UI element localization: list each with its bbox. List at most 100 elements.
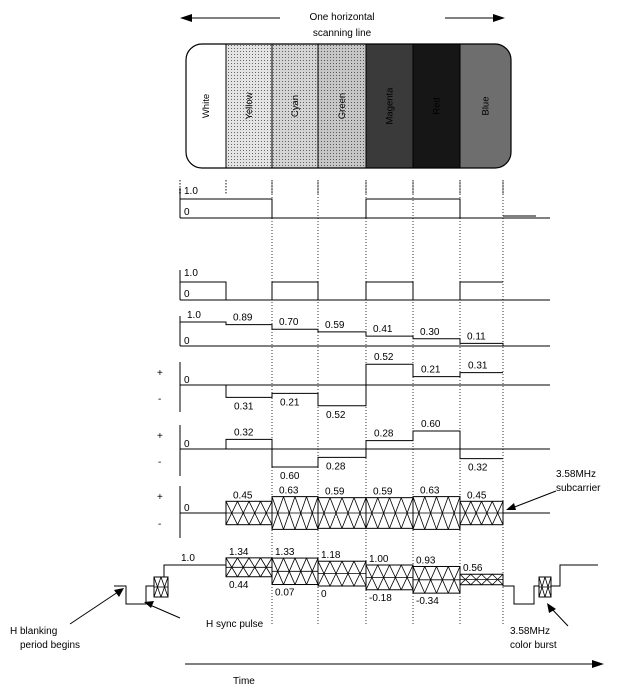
chroma-minus: - <box>158 519 161 530</box>
composite-top-value: 1.18 <box>321 550 341 561</box>
chroma-value: 0.63 <box>279 486 299 497</box>
composite-white-level: 1.0 <box>181 553 195 564</box>
b-y-value: 0.32 <box>234 427 254 438</box>
composite-top-value: 1.34 <box>229 547 249 558</box>
composite-bottom-value: 0.44 <box>229 580 249 591</box>
header-line1: One horizontal <box>309 12 374 23</box>
waveform-2-trace <box>180 281 503 301</box>
b-y-value: 0.32 <box>468 463 488 474</box>
subcarrier-arrow <box>511 490 557 509</box>
r-y-minus: - <box>158 394 161 405</box>
subcarrier-label-2: subcarrier <box>556 483 601 494</box>
luminance-value: 0.59 <box>325 320 345 331</box>
composite-block <box>317 560 367 587</box>
h-sync-arrow <box>149 604 181 619</box>
bar-label-magenta: Magenta <box>385 87 396 125</box>
boundary-guide-lines <box>179 180 504 625</box>
r-y-value: 0.31 <box>468 361 488 372</box>
chroma-block <box>459 500 504 526</box>
b-y-value: 0.60 <box>421 419 441 430</box>
composite-top-value: 1.00 <box>369 554 389 565</box>
r-y-plus: + <box>157 368 163 379</box>
chroma-zero: 0 <box>184 503 190 514</box>
waveform-1-trace <box>180 198 536 219</box>
scanning-line-header: One horizontal scanning line <box>180 12 505 39</box>
b-y-value: 0.28 <box>374 429 394 440</box>
color-bar-magenta <box>366 44 413 168</box>
composite-bottom-value: 0 <box>321 589 327 600</box>
chroma-value: 0.45 <box>233 490 253 501</box>
luminance-value: 0.89 <box>233 313 253 324</box>
chroma-block <box>317 497 367 529</box>
composite-bottom-value: -0.34 <box>416 596 439 607</box>
color-bar-red <box>413 44 460 168</box>
r-y-value: 0.21 <box>421 365 441 376</box>
composite-bottom-value: -0.18 <box>369 593 392 604</box>
chroma-value: 0.59 <box>373 487 393 498</box>
color-bar-white <box>186 44 226 168</box>
h-sync-label: H sync pulse <box>206 619 264 630</box>
b-y-waveform: 0.320.600.280.280.600.32 + - 0 <box>157 419 550 482</box>
luminance-zero-label: 0 <box>184 336 190 347</box>
b-y-value: 0.28 <box>326 461 346 472</box>
color-bar-labels: White Yellow Cyan Green Magenta Red Blue <box>201 87 492 125</box>
waveform-2: 1.0 0 <box>179 268 550 301</box>
composite-block <box>225 557 273 578</box>
chroma-block <box>225 500 273 526</box>
composite-top-value: 1.33 <box>275 547 295 558</box>
r-y-value: 0.52 <box>326 410 346 421</box>
luminance-value: 0.11 <box>467 331 486 342</box>
chroma-block <box>271 496 319 530</box>
b-y-zero: 0 <box>184 439 190 450</box>
composite-block <box>365 564 414 591</box>
chroma-plus: + <box>157 492 163 503</box>
burst-block <box>538 576 552 598</box>
composite-top-value: 0.93 <box>416 555 436 566</box>
waveform-1-high-label: 1.0 <box>184 186 198 197</box>
waveform-2-high-label: 1.0 <box>184 268 198 279</box>
composite-waveform: 1.34 1.33 1.18 1.00 0.93 0.56 0.44 0.07 0 -0.18 -0… <box>114 547 598 607</box>
r-y-zero: 0 <box>184 375 190 386</box>
bar-label-green: Green <box>337 93 348 119</box>
r-y-trace <box>180 363 503 407</box>
waveform-2-low-label: 0 <box>184 289 190 300</box>
bar-label-red: Red <box>432 97 443 114</box>
r-y-value: 0.52 <box>374 352 394 363</box>
chroma-block <box>412 496 461 530</box>
color-bar-blue <box>460 44 511 168</box>
r-y-value: 0.31 <box>234 401 254 412</box>
luminance-value: 0.41 <box>373 324 393 335</box>
bar-label-white: White <box>201 94 212 118</box>
composite-block <box>459 573 504 586</box>
subcarrier-label-1: 3.58MHz <box>556 469 596 480</box>
luminance-value: 0.70 <box>279 317 299 328</box>
color-bars <box>186 44 511 168</box>
b-y-plus: + <box>157 431 163 442</box>
header-line2: scanning line <box>313 28 372 39</box>
waveform-1-low-label: 0 <box>184 207 190 218</box>
chroma-value: 0.45 <box>467 490 487 501</box>
h-blanking-label-2: period begins <box>20 640 80 651</box>
r-y-value: 0.21 <box>280 397 300 408</box>
chroma-block <box>365 497 414 529</box>
b-y-value: 0.60 <box>280 471 300 482</box>
burst-block <box>153 576 169 598</box>
time-label: Time <box>233 676 255 687</box>
composite-block <box>271 557 319 586</box>
bar-label-cyan: Cyan <box>290 95 301 117</box>
annotations: H blanking period begins H sync pulse 3.… <box>10 588 604 687</box>
b-y-trace <box>180 430 503 468</box>
composite-block <box>412 565 461 594</box>
luminance-trace <box>180 321 504 346</box>
r-y-waveform: 0.31 0.21 0.52 0.52 0.21 0.31 + - 0 <box>157 352 550 421</box>
composite-top-value: 0.56 <box>463 563 483 574</box>
luminance-value: 1.0 <box>187 310 201 321</box>
composite-bottom-value: 0.07 <box>275 588 295 599</box>
chroma-value: 0.63 <box>420 486 440 497</box>
color-burst-label-2: color burst <box>510 640 557 651</box>
bar-label-yellow: Yellow <box>244 92 255 119</box>
bar-label-blue: Blue <box>481 96 492 115</box>
color-burst-label-1: 3.58MHz <box>510 626 550 637</box>
